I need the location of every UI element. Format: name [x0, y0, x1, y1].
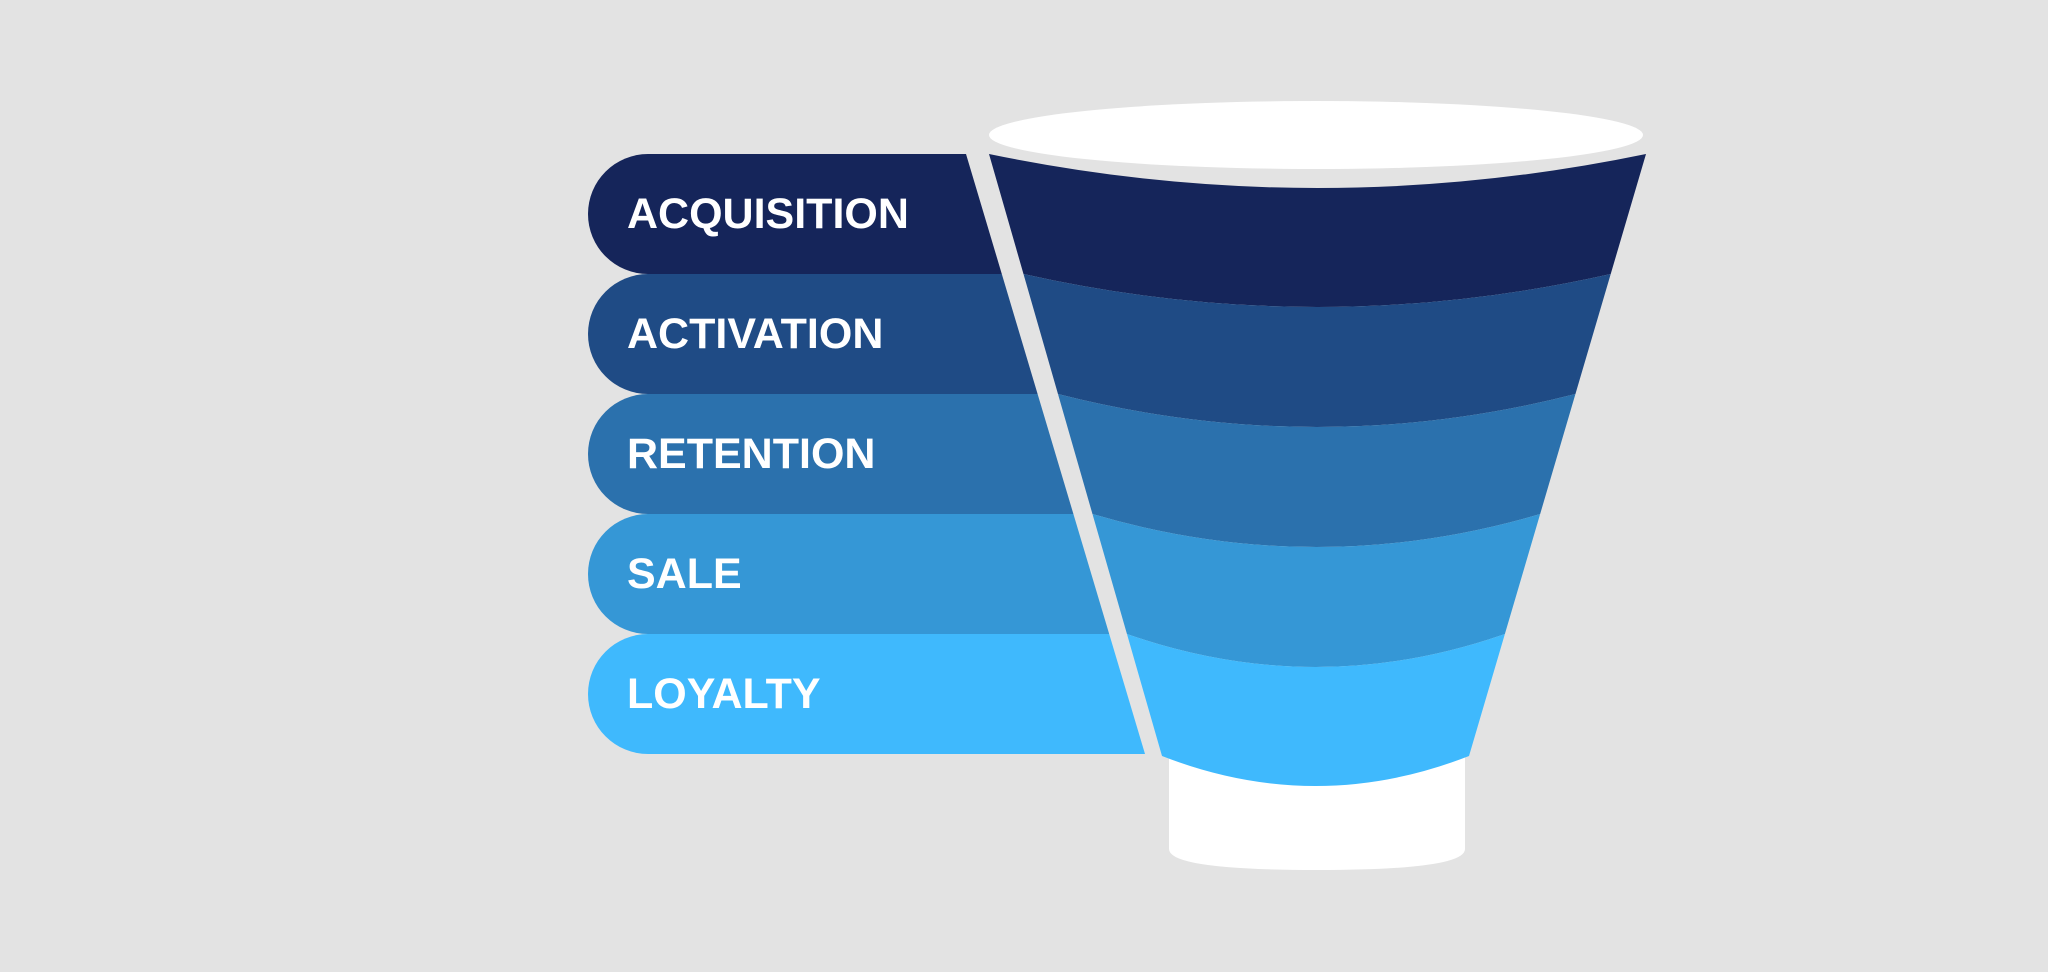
funnel-band-retention: [1057, 394, 1576, 547]
label-bar-sale: [588, 514, 1110, 634]
funnel-band-sale: [1092, 514, 1541, 667]
stage-labels: ACQUISITION ACTIVATION RETENTION SALE LO…: [627, 190, 909, 718]
funnel-band-activation: [1023, 274, 1611, 427]
stage-label-sale: SALE: [627, 550, 742, 598]
stage-label-acquisition: ACQUISITION: [627, 190, 909, 238]
label-bar-retention: [588, 394, 1074, 514]
funnel-bands: [989, 154, 1646, 786]
stage-label-activation: ACTIVATION: [627, 310, 883, 358]
stage-label-loyalty: LOYALTY: [627, 670, 821, 718]
stage-label-bars: [588, 154, 1145, 754]
stage-label-retention: RETENTION: [627, 430, 875, 478]
funnel-band-acquisition: [989, 154, 1646, 307]
funnel-top-opening: [989, 101, 1643, 169]
funnel-band-loyalty: [1126, 634, 1505, 786]
label-bar-activation: [588, 274, 1038, 394]
label-bar-loyalty: [588, 634, 1145, 754]
label-bar-acquisition: [588, 154, 1002, 274]
